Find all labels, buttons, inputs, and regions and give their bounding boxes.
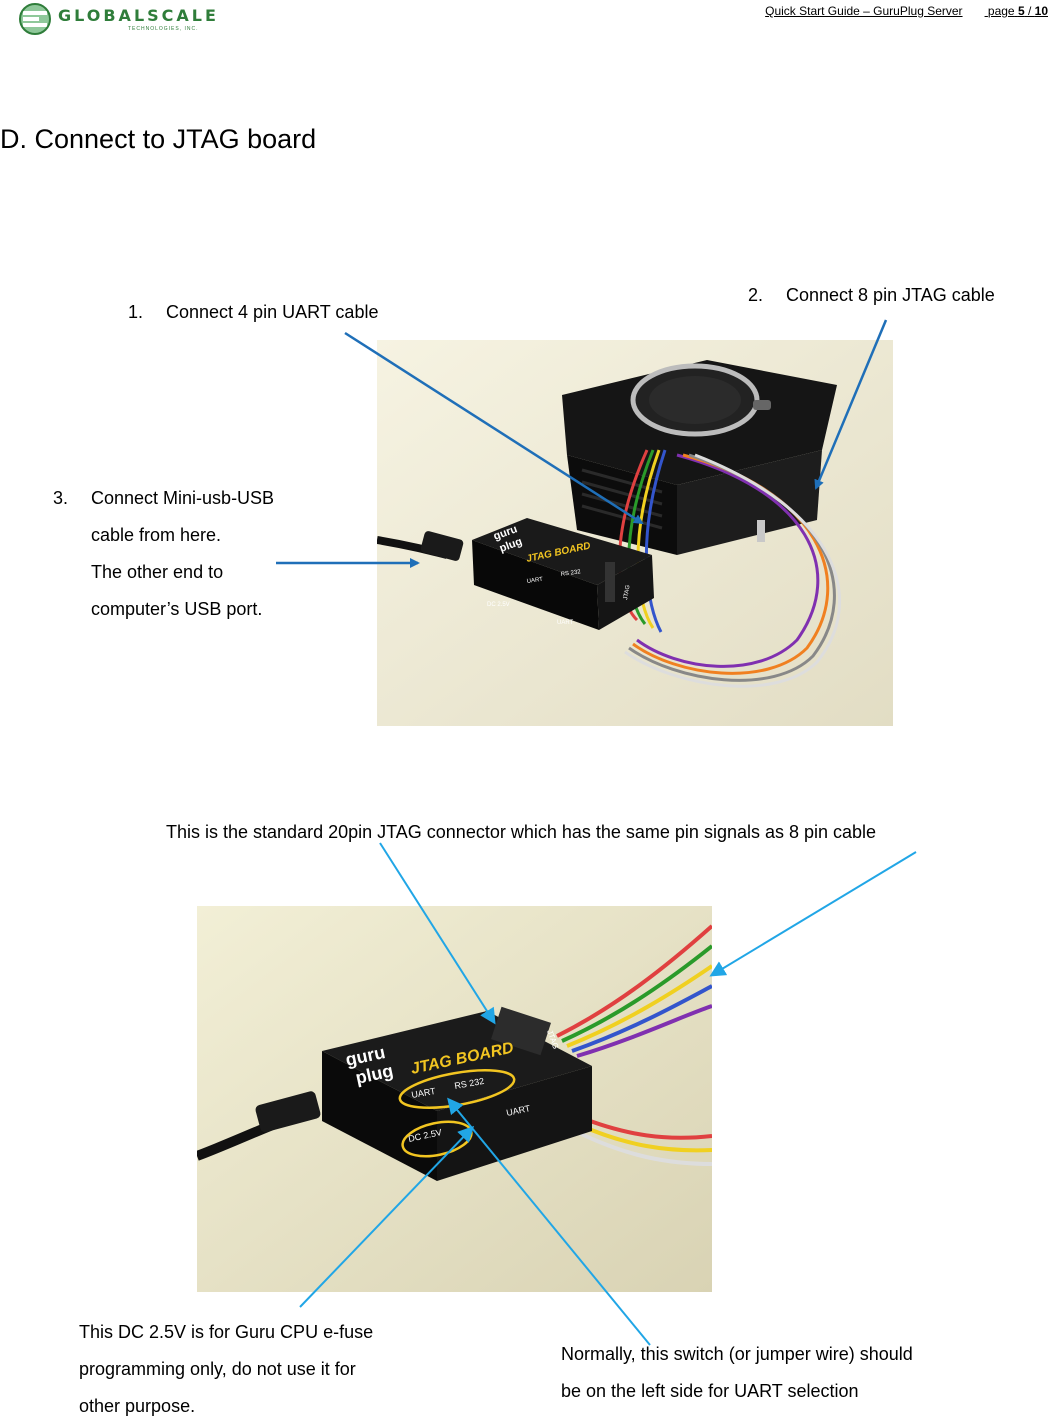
callout-text-line: cable from here. (91, 525, 222, 545)
board-uart-label: UART (526, 577, 543, 585)
caption-line: other purpose. (79, 1396, 196, 1416)
callout-text: Connect 8 pin JTAG cable (786, 285, 995, 305)
photo-jtag-board-closeup: guru plug JTAG BOARD UART RS 232 DC 2.5V… (197, 906, 712, 1292)
callout-text-line: Connect Mini-usb-USB (91, 488, 275, 508)
callout-uart-cable: 1. Connect 4 pin UART cable (128, 294, 378, 331)
caption-line: programming only, do not use it for (79, 1359, 356, 1379)
board-rs232-label: RS 232 (560, 569, 581, 578)
page-total: 10 (1034, 4, 1048, 18)
caption-line: This DC 2.5V is for Guru CPU e-fuse (79, 1322, 374, 1342)
photo-guruplug-jtag-board: guru plug JTAG BOARD UART RS 232 DC 2.5V… (377, 340, 893, 726)
callout-text-line: The other end to (91, 562, 224, 582)
callout-number: 2. (748, 285, 764, 305)
globalscale-logo-icon (19, 3, 51, 35)
board-uart-label: UART (411, 1086, 437, 1100)
caption-jtag-connector: This is the standard 20pin JTAG connecto… (166, 822, 877, 842)
jtag-connector (605, 562, 615, 602)
callout-number: 3. (53, 488, 69, 508)
logo-subtext: TECHNOLOGIES, INC. (128, 26, 199, 32)
caption-line: Normally, this switch (or jumper wire) s… (561, 1344, 913, 1364)
callout-number: 1. (128, 302, 144, 322)
section-title: D. Connect to JTAG board (0, 124, 317, 154)
logo-wordmark: GLOBALSCALE (58, 6, 219, 25)
caption-uart-switch: Normally, this switch (or jumper wire) s… (561, 1336, 913, 1410)
jtag-connector (491, 1006, 551, 1056)
guide-title: Quick Start Guide – GuruPlug Server (765, 4, 963, 18)
globalscale-logo (18, 2, 218, 38)
board-jtag-label: JTAG (623, 584, 632, 600)
callout-text-line: computer’s USB port. (91, 599, 263, 619)
arrow-8pin-cable (709, 851, 917, 977)
page-label: page (987, 4, 1015, 18)
callout-text: Connect 4 pin UART cable (166, 302, 379, 322)
board-uart-port-label: UART (557, 620, 574, 626)
caption-dc-warning: This DC 2.5V is for Guru CPU e-fuse prog… (79, 1314, 373, 1425)
callout-usb-cable: 3.Connect Mini-usb-USB cable from here. … (53, 480, 274, 628)
board-dc-label: DC 2.5V (487, 602, 510, 608)
callout-jtag-cable: 2. Connect 8 pin JTAG cable (748, 277, 995, 314)
caption-line: be on the left side for UART selection (561, 1381, 859, 1401)
page-header: Quick Start Guide – GuruPlug Server page… (765, 4, 1048, 18)
page-number: 5 (1017, 4, 1025, 18)
